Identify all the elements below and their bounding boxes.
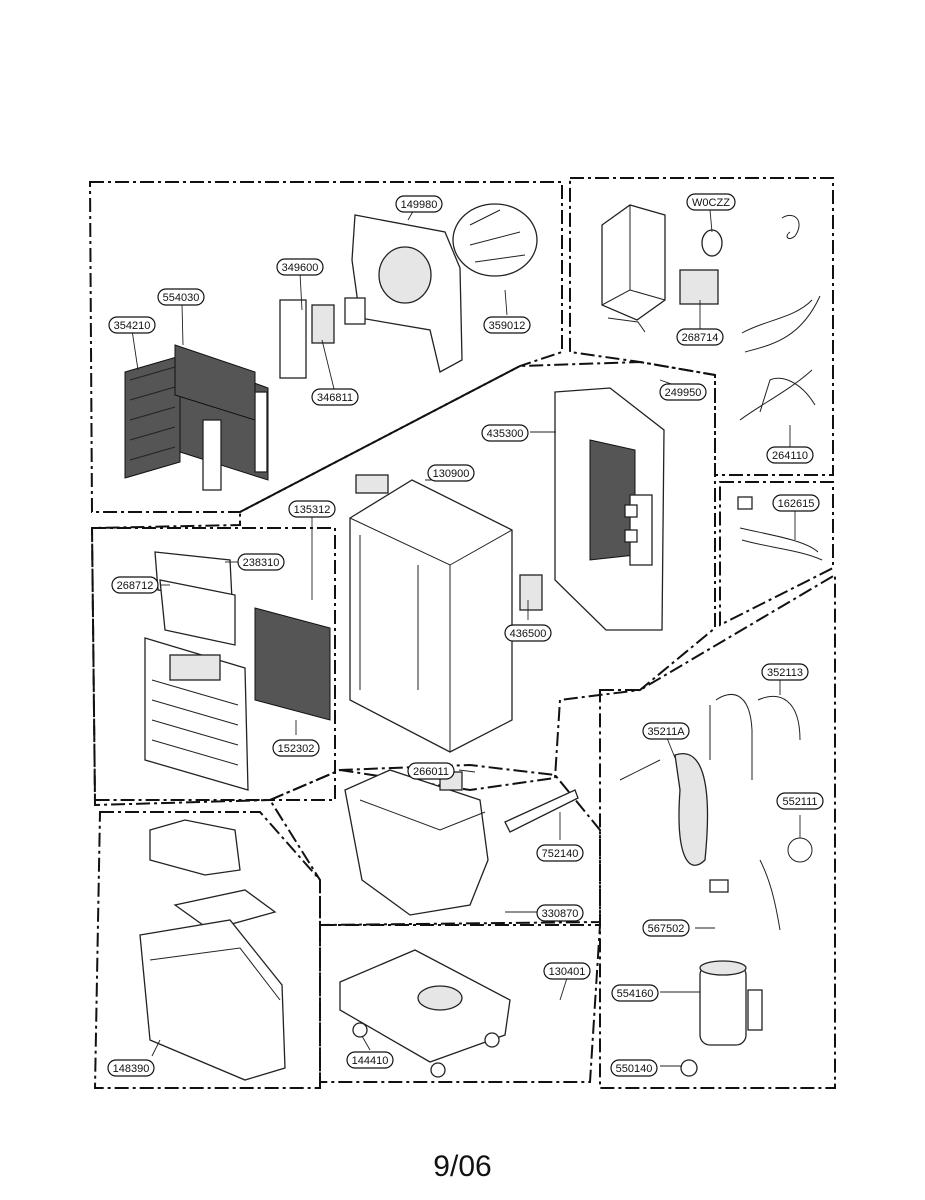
part-label: 554160 (611, 984, 659, 1002)
part-label-text: 149980 (401, 199, 438, 211)
part-label: 349600 (276, 258, 324, 276)
part-label-text: 352113 (767, 667, 803, 679)
part-label-text: 249950 (665, 387, 702, 399)
part-label-text: 552111 (782, 796, 817, 808)
part-label-text: 130900 (433, 468, 470, 480)
part-callouts: 149980 349600 554030 354210 359012 34681… (107, 193, 824, 1077)
part-label: 130900 (427, 464, 475, 482)
part-label: 346811 (311, 388, 359, 406)
section-boundaries (88, 177, 836, 1089)
part-label-text: 152302 (278, 743, 315, 755)
part-label: 567502 (642, 919, 690, 937)
part-label: 135312 (288, 500, 336, 518)
part-label-text: 554160 (617, 988, 654, 1000)
part-label: 436500 (504, 624, 552, 642)
part-label-text: 264110 (772, 450, 808, 462)
part-label-text: 349600 (282, 262, 319, 274)
part-label-text: 35211A (647, 726, 685, 738)
drain-pan-assembly (344, 769, 579, 916)
page-date-footer: 9/06 (433, 1150, 492, 1183)
part-label: 330870 (536, 904, 584, 922)
leader-lines (131, 207, 801, 1067)
part-label: 752140 (536, 844, 584, 862)
part-label-text: 135312 (294, 504, 331, 516)
cabinet-assembly (349, 474, 543, 753)
part-label: 268714 (676, 328, 724, 346)
refrigeration-assembly (619, 693, 813, 1077)
fan-assembly (279, 203, 538, 379)
part-label-text: 330870 (542, 908, 579, 920)
part-label: 152302 (272, 739, 320, 757)
part-label-text: 268714 (682, 332, 719, 344)
part-label: 359012 (483, 316, 531, 334)
part-label: 435300 (481, 424, 529, 442)
part-label-text: 567502 (648, 923, 685, 935)
part-label-text: 436500 (510, 628, 547, 640)
part-label: 144410 (346, 1051, 394, 1069)
part-label-text: 144410 (352, 1055, 389, 1067)
control-box-assembly (601, 204, 821, 421)
part-label-text: 148390 (113, 1063, 150, 1075)
part-label: 550140 (610, 1059, 658, 1077)
part-label-text: 346811 (317, 392, 353, 404)
part-label: 149980 (395, 195, 443, 213)
part-label: W0CZZ (686, 193, 736, 211)
part-label: 130401 (543, 962, 591, 980)
rear-panel-assembly (554, 387, 665, 631)
part-label-text: W0CZZ (692, 197, 730, 209)
part-label-text: 435300 (487, 428, 524, 440)
front-panel-assembly (144, 551, 331, 791)
part-label: 554030 (157, 288, 205, 306)
part-label-text: 752140 (542, 848, 579, 860)
base-assembly (339, 949, 511, 1078)
part-label-text: 354210 (114, 320, 151, 332)
part-label-text: 130401 (549, 966, 586, 978)
section-condenser-fan (88, 181, 563, 513)
part-label: 352113 (761, 663, 809, 681)
part-label-text: 550140 (616, 1063, 653, 1075)
part-label-text: 268712 (117, 580, 154, 592)
coil-assembly (124, 344, 269, 491)
part-label: 148390 (107, 1059, 155, 1077)
section-front-panel (90, 527, 336, 807)
section-drain-pan (268, 763, 601, 927)
part-label-text: 162615 (778, 498, 815, 510)
part-label-text: 266011 (413, 766, 449, 778)
bucket-assembly (139, 819, 286, 1081)
part-label-text: 359012 (489, 320, 526, 332)
part-label: 266011 (407, 762, 455, 780)
part-label-text: 238310 (243, 557, 280, 569)
part-label: 552111 (776, 792, 824, 810)
part-label: 249950 (659, 383, 707, 401)
section-cabinet-rear (90, 360, 716, 801)
section-refrigeration (599, 573, 836, 1089)
part-label: 35211A (642, 722, 690, 740)
part-label: 268712 (111, 576, 159, 594)
part-label: 264110 (766, 446, 814, 464)
section-base (319, 924, 602, 1083)
part-label-text: 554030 (163, 292, 200, 304)
part-label: 354210 (108, 316, 156, 334)
harness-assembly (737, 496, 823, 561)
part-label: 162615 (772, 494, 820, 512)
exploded-parts-diagram: 149980 349600 554030 354210 359012 34681… (88, 177, 836, 1089)
part-label: 238310 (237, 553, 285, 571)
section-harness (719, 481, 834, 627)
